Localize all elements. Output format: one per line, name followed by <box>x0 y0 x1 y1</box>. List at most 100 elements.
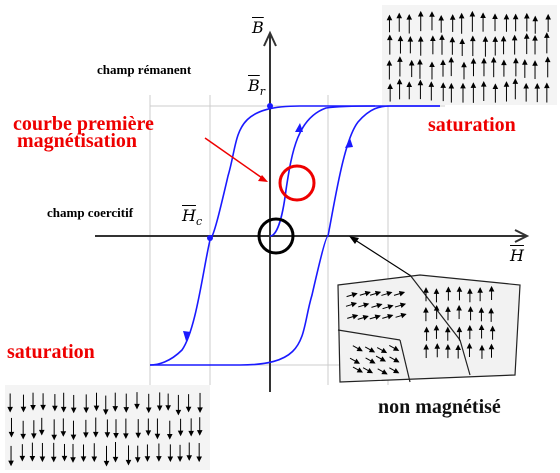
domain-arrow-head <box>449 36 456 43</box>
domain-arrow-head <box>455 344 461 351</box>
domain-arrow-head <box>456 326 463 333</box>
domain-arrow-head <box>31 433 37 439</box>
domain-arrow-head <box>429 11 435 17</box>
hc-point <box>207 235 213 241</box>
domain-arrow-head <box>386 34 393 41</box>
domain-arrow-head <box>399 302 407 309</box>
domain-arrow-head <box>489 325 496 332</box>
domain-arrow-head <box>438 14 445 21</box>
first-curve-label-line2: magnétisation <box>17 130 137 152</box>
domain-arrow-head <box>386 60 393 66</box>
domain-box-unmagnetized <box>337 274 521 383</box>
domain-arrow-head <box>80 456 87 462</box>
domain-arrow-head <box>423 307 429 313</box>
domain-arrow-head <box>156 456 162 462</box>
pointer-arrows <box>204 137 426 286</box>
domain-arrow-head <box>445 286 452 293</box>
b-axis-symbol: B <box>252 18 264 37</box>
domain-arrow-head <box>70 407 77 414</box>
domain-arrow-head <box>430 35 436 42</box>
domain-arrow-head <box>166 433 173 440</box>
domain-arrow-head <box>351 292 358 298</box>
domain-arrow-head <box>145 430 152 437</box>
domain-arrow-head <box>376 302 383 309</box>
domain-arrow-head <box>396 12 403 19</box>
first-curve-label-line1: courbe première <box>13 113 154 135</box>
domain-arrow-head <box>400 312 407 319</box>
domain-arrow-head <box>459 38 466 44</box>
arrow-up-first <box>295 123 303 132</box>
key-points <box>207 103 273 241</box>
domain-arrow-head <box>479 344 485 351</box>
domain-arrow-head <box>512 13 519 20</box>
domain-arrow-head <box>123 407 130 413</box>
domain-arrow-head <box>503 13 510 20</box>
domain-arrow-head <box>380 347 388 354</box>
black-circle-marker <box>257 217 295 255</box>
domain-arrow-head <box>467 306 474 312</box>
domain-arrow-head <box>470 82 477 88</box>
domain-arrow-head <box>433 324 440 331</box>
domain-arrow-head <box>480 81 487 87</box>
domain-arrow-head <box>113 432 119 439</box>
domain-arrow-head <box>397 56 403 62</box>
domain-arrow-head <box>534 83 541 89</box>
arrow-up-right <box>345 138 353 148</box>
h-axis-symbol: H <box>510 246 524 265</box>
domain-arrow-head <box>387 304 394 310</box>
domain-arrow-head <box>460 82 466 89</box>
domain-arrow-head <box>112 456 119 463</box>
domain-arrow-head <box>523 33 530 39</box>
domain-arrow-head <box>29 456 36 462</box>
domain-arrow-head <box>363 302 370 308</box>
domain-arrow-head <box>467 325 473 331</box>
remanent-label: champ rémanent <box>97 62 192 77</box>
domain-arrow-head <box>40 404 46 411</box>
domain-arrow-head <box>83 407 90 414</box>
domain-arrow-head <box>156 405 163 412</box>
domain-arrow-head <box>513 57 519 64</box>
domain-arrow-head <box>356 367 363 373</box>
domain-arrow-head <box>428 81 435 87</box>
domain-arrow-head <box>20 433 26 440</box>
br-point <box>267 103 273 109</box>
domain-arrow-head <box>466 342 473 349</box>
hc-main: H <box>182 206 196 225</box>
h-axis-arrow <box>514 229 530 243</box>
domain-arrow-head <box>458 12 465 19</box>
domain-arrow-head <box>393 357 400 363</box>
domain-arrow-head <box>456 286 463 292</box>
domain-arrow-head <box>417 58 423 65</box>
domain-arrow-head <box>30 404 36 411</box>
domain-arrow-head <box>51 434 57 441</box>
domain-arrow-head <box>492 83 499 89</box>
br-label: Br <box>248 78 265 98</box>
domain-arrow-head <box>61 455 68 462</box>
domain-arrow-head <box>501 59 507 66</box>
domain-arrow-head <box>492 13 498 19</box>
domain-arrow-head <box>433 304 440 311</box>
domain-arrow-head <box>417 79 424 86</box>
domain-arrow-head <box>102 409 109 415</box>
domain-arrow-head <box>545 13 551 20</box>
domain-arrow-head <box>103 460 110 467</box>
hc-sub: c <box>195 215 203 229</box>
domain-arrow-head <box>60 406 67 413</box>
domain-arrow-head <box>362 314 369 321</box>
domain-arrow-head <box>482 36 489 42</box>
domain-arrow-head <box>398 290 406 297</box>
domain-arrow-head <box>374 314 381 320</box>
domain-arrow-head <box>366 368 374 374</box>
domain-arrow-head <box>488 307 494 314</box>
hc-label: Hc <box>182 206 203 229</box>
domain-arrow-head <box>379 356 387 362</box>
unmagnetized-label: non magnétisé <box>378 396 501 418</box>
domain-arrow-head <box>386 291 393 297</box>
domain-arrow-head <box>544 56 551 63</box>
domain-arrow-head <box>448 82 455 89</box>
domain-arrow-head <box>396 78 403 85</box>
domain-arrow-head <box>104 432 111 438</box>
domain-arrow-head <box>456 304 462 311</box>
domain-arrow-head <box>480 12 486 18</box>
